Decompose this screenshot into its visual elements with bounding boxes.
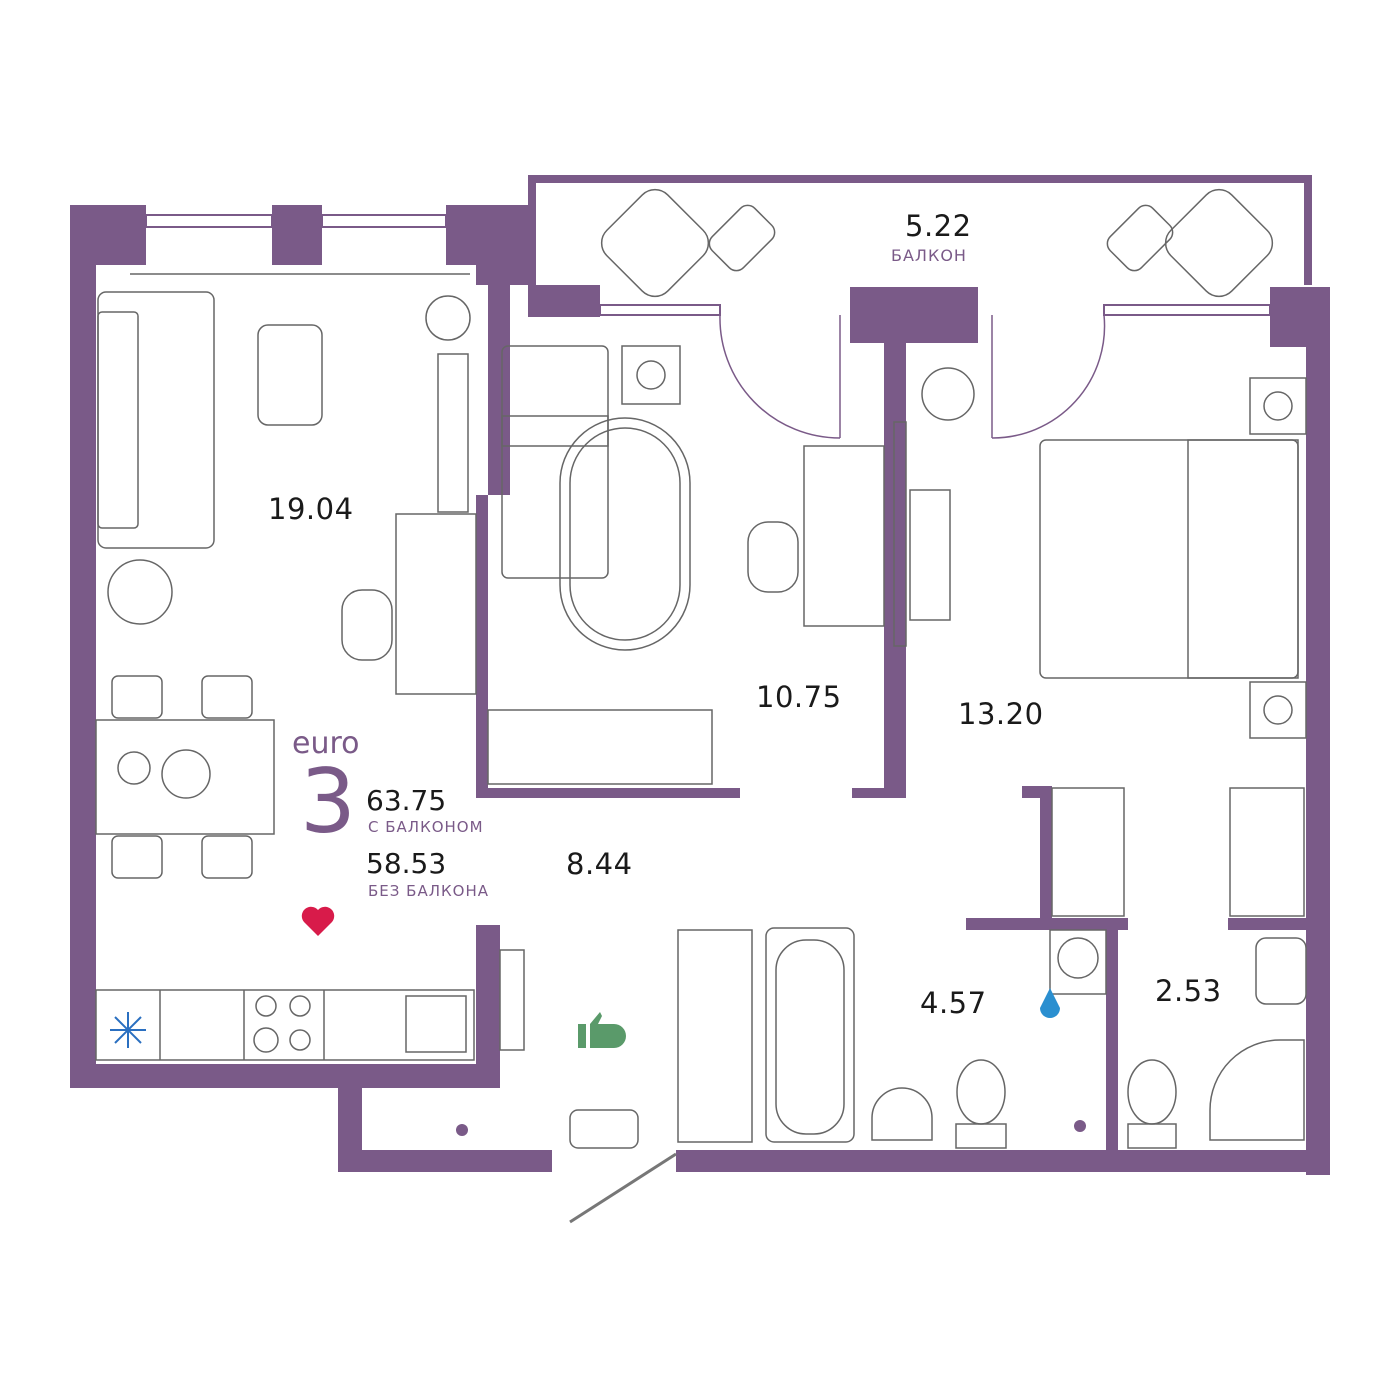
room-area-bathroom: 4.57 <box>920 986 987 1020</box>
room-area-bedroom-1: 10.75 <box>756 680 842 714</box>
snowflake-icon <box>110 1012 146 1048</box>
room-area-hall: 8.44 <box>566 847 633 881</box>
water-drop-icon <box>1040 988 1060 1018</box>
entry-door <box>569 1152 677 1224</box>
plan-type-label: euro <box>292 726 360 761</box>
windows <box>145 214 1271 316</box>
rooms-count: 3 <box>300 750 356 853</box>
room-area-wc: 2.53 <box>1155 974 1222 1008</box>
without-balcony-label: БЕЗ БАЛКОНА <box>368 882 489 900</box>
room-area-living: 19.04 <box>268 492 354 526</box>
room-area-balcony: 5.22 <box>905 209 972 243</box>
total-with-balcony: 63.75 <box>366 784 447 817</box>
total-without-balcony: 58.53 <box>366 847 447 880</box>
furniture <box>95 188 1307 1149</box>
markers <box>456 1120 1086 1136</box>
room-area-bedroom-2: 13.20 <box>958 697 1044 731</box>
with-balcony-label: С БАЛКОНОМ <box>368 818 484 836</box>
balcony-label: БАЛКОН <box>891 246 967 265</box>
doors <box>719 314 1106 439</box>
thumbs-up-icon <box>578 1012 626 1048</box>
walls <box>70 175 1330 1175</box>
heart-icon <box>301 906 335 936</box>
